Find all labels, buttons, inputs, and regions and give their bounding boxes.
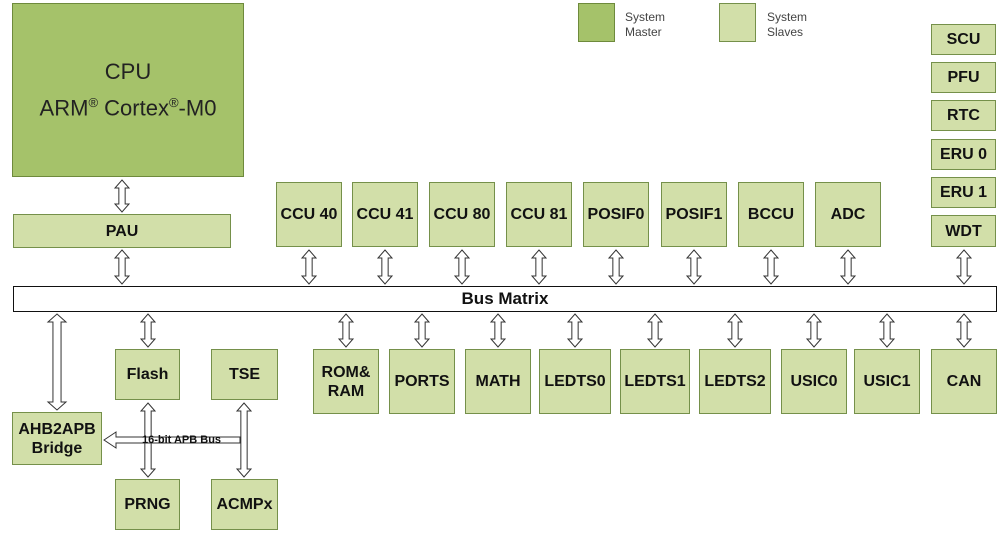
posif1-block: POSIF1 — [661, 182, 727, 247]
bus-matrix: Bus Matrix — [13, 286, 997, 312]
bottom-peripheral-arrow-8 — [955, 313, 973, 348]
apb-bus-arrow — [103, 431, 241, 449]
top-peripheral-arrow-1 — [376, 249, 394, 285]
pau-bus-arrow — [113, 249, 131, 285]
rom-ram-block: ROM&RAM — [313, 349, 379, 414]
ledts2-block: LEDTS2 — [699, 349, 771, 414]
top-peripheral-arrow-4 — [607, 249, 625, 285]
bottom-peripheral-arrow-0 — [337, 313, 355, 348]
eru1-block: ERU 1 — [931, 177, 996, 208]
prng-block: PRNG — [115, 479, 180, 530]
tse-acmpx-arrow — [235, 402, 253, 478]
ccu40-block: CCU 40 — [276, 182, 342, 247]
bottom-peripheral-arrow-3 — [566, 313, 584, 348]
legend-master-swatch — [578, 3, 615, 42]
flash-block: Flash — [115, 349, 180, 400]
top-peripheral-arrow-0 — [300, 249, 318, 285]
bottom-peripheral-arrow-1 — [413, 313, 431, 348]
bus-flash-arrow — [139, 313, 157, 348]
bccu-block: BCCU — [738, 182, 804, 247]
top-peripheral-arrow-6 — [762, 249, 780, 285]
bottom-peripheral-arrow-6 — [805, 313, 823, 348]
wdt-bus-arrow — [955, 249, 973, 285]
ports-block: PORTS — [389, 349, 455, 414]
bottom-peripheral-arrow-7 — [878, 313, 896, 348]
cpu-core-label: ARM® Cortex®-M0 — [39, 95, 217, 121]
bottom-peripheral-arrow-2 — [489, 313, 507, 348]
ccu81-block: CCU 81 — [506, 182, 572, 247]
adc-block: ADC — [815, 182, 881, 247]
bottom-peripheral-arrow-4 — [646, 313, 664, 348]
scu-block: SCU — [931, 24, 996, 55]
ledts1-block: LEDTS1 — [620, 349, 690, 414]
tse-block: TSE — [211, 349, 278, 400]
ledts0-block: LEDTS0 — [539, 349, 611, 414]
bottom-peripheral-arrow-5 — [726, 313, 744, 348]
bus-bridge-arrow — [46, 313, 68, 411]
apb-bus-label: 16-bit APB Bus — [142, 434, 222, 446]
cpu-pau-arrow — [113, 179, 131, 213]
usic1-block: USIC1 — [854, 349, 920, 414]
legend-slaves-swatch — [719, 3, 756, 42]
pau-block: PAU — [13, 214, 231, 248]
pfu-block: PFU — [931, 62, 996, 93]
top-peripheral-arrow-5 — [685, 249, 703, 285]
cpu-title: CPU — [104, 59, 152, 85]
top-peripheral-arrow-3 — [530, 249, 548, 285]
cpu-block: CPU ARM® Cortex®-M0 — [12, 3, 244, 177]
usic0-block: USIC0 — [781, 349, 847, 414]
ccu80-block: CCU 80 — [429, 182, 495, 247]
ccu41-block: CCU 41 — [352, 182, 418, 247]
top-peripheral-arrow-2 — [453, 249, 471, 285]
posif0-block: POSIF0 — [583, 182, 649, 247]
math-block: MATH — [465, 349, 531, 414]
eru0-block: ERU 0 — [931, 139, 996, 170]
wdt-block: WDT — [931, 215, 996, 247]
acmpx-block: ACMPx — [211, 479, 278, 530]
can-block: CAN — [931, 349, 997, 414]
rtc-block: RTC — [931, 100, 996, 131]
top-peripheral-arrow-7 — [839, 249, 857, 285]
